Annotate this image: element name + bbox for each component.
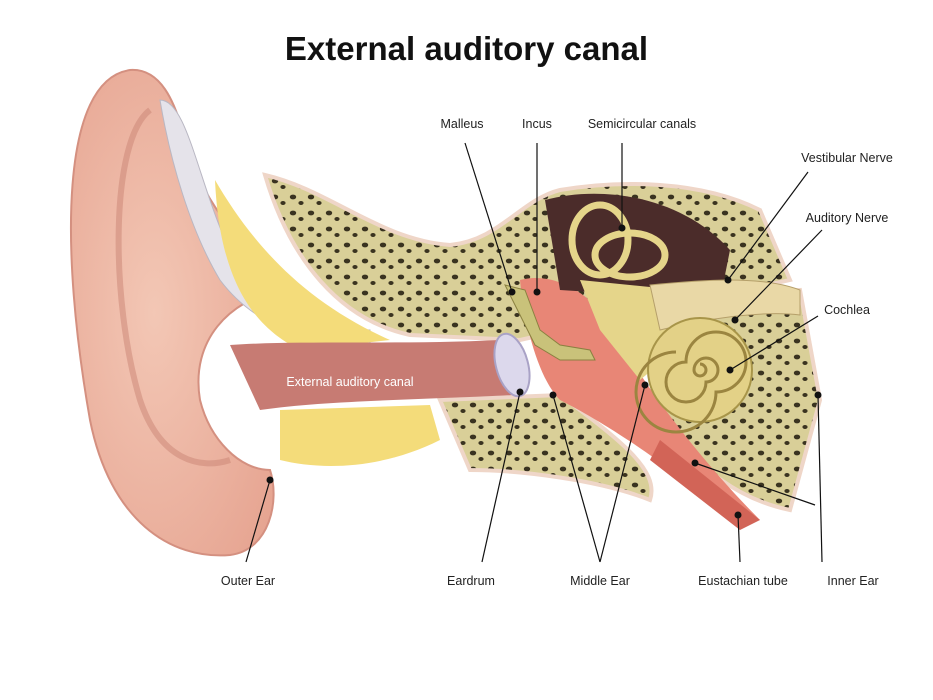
label-incus: Incus [522,117,552,131]
label-external-auditory-canal: External auditory canal [286,375,413,389]
label-middle-ear: Middle Ear [570,574,630,588]
label-inner-ear: Inner Ear [827,574,878,588]
temporal-bone-lower [437,392,654,503]
semicircular-canals-shape [568,201,669,281]
label-eardrum: Eardrum [447,574,495,588]
label-vestibular-nerve: Vestibular Nerve [801,151,893,165]
label-auditory-nerve: Auditory Nerve [806,211,889,225]
cochlea-shape [634,317,753,434]
ear-canal [230,340,515,410]
label-cochlea: Cochlea [824,303,870,317]
label-outer-ear: Outer Ear [221,574,275,588]
eardrum-shape [493,332,531,398]
label-semicircular-canals: Semicircular canals [588,117,696,131]
leader-lines [245,142,823,563]
diagram-title: External auditory canal [284,30,649,67]
label-eustachian-tube: Eustachian tube [698,574,788,588]
label-malleus: Malleus [440,117,483,131]
